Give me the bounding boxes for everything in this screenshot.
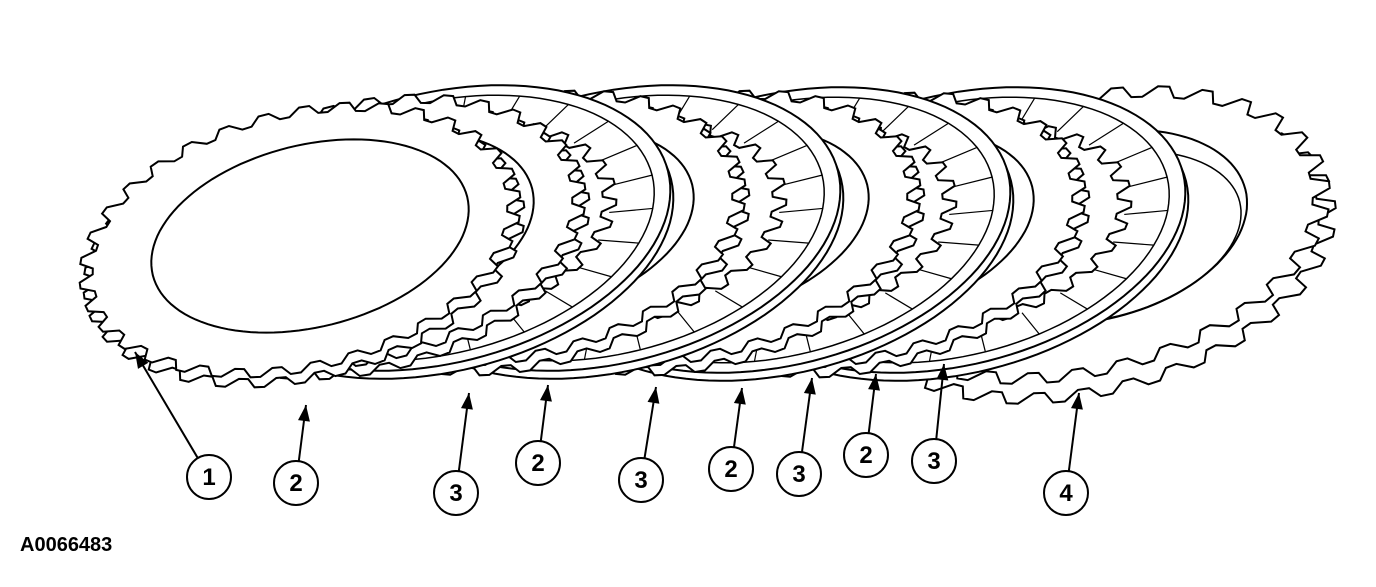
callout-bubble-1 <box>186 454 232 500</box>
callout-label-2: 2 <box>289 470 302 497</box>
callout-label-8: 2 <box>859 442 872 469</box>
callout-label-3: 3 <box>449 480 462 507</box>
callout-bubble-6 <box>708 446 754 492</box>
callout-arrowhead-8 <box>868 374 880 391</box>
pressure-plate <box>78 101 526 389</box>
callout-label-5: 3 <box>634 467 647 494</box>
callout-bubble-7 <box>776 451 822 497</box>
callout-arrowhead-2 <box>298 405 310 422</box>
callout-arrowhead-6 <box>733 388 746 405</box>
callout-bubble-9 <box>911 438 957 484</box>
callout-arrowhead-10 <box>1070 393 1083 410</box>
callout-leader-1 <box>134 351 199 459</box>
callout-label-1: 1 <box>202 464 215 491</box>
callout-arrowhead-1 <box>135 352 149 369</box>
callout-label-7: 3 <box>792 461 805 488</box>
callout-label-4: 2 <box>531 450 544 477</box>
clutch-plates <box>78 84 1337 405</box>
callout-arrowhead-5 <box>647 387 660 404</box>
callout-arrowhead-9 <box>936 364 949 381</box>
callout-label-10: 4 <box>1059 480 1073 507</box>
callout-arrowhead-7 <box>803 378 816 395</box>
callout-bubble-10 <box>1043 470 1089 516</box>
callout-bubble-3 <box>433 470 479 516</box>
callout-bubble-5 <box>618 457 664 503</box>
figure-code: A0066483 <box>20 534 113 556</box>
callout-leaders <box>134 351 1083 472</box>
callout-label-9: 3 <box>927 448 940 475</box>
callout-bubble-4 <box>515 440 561 486</box>
callout-arrowhead-4 <box>540 385 552 402</box>
callout-bubble-8 <box>843 432 889 478</box>
callout-label-6: 2 <box>724 456 737 483</box>
callout-arrowhead-3 <box>460 393 473 410</box>
callout-bubbles: 1 2 3 2 3 2 3 2 3 4 <box>186 432 1089 516</box>
callout-bubble-2 <box>273 460 319 506</box>
